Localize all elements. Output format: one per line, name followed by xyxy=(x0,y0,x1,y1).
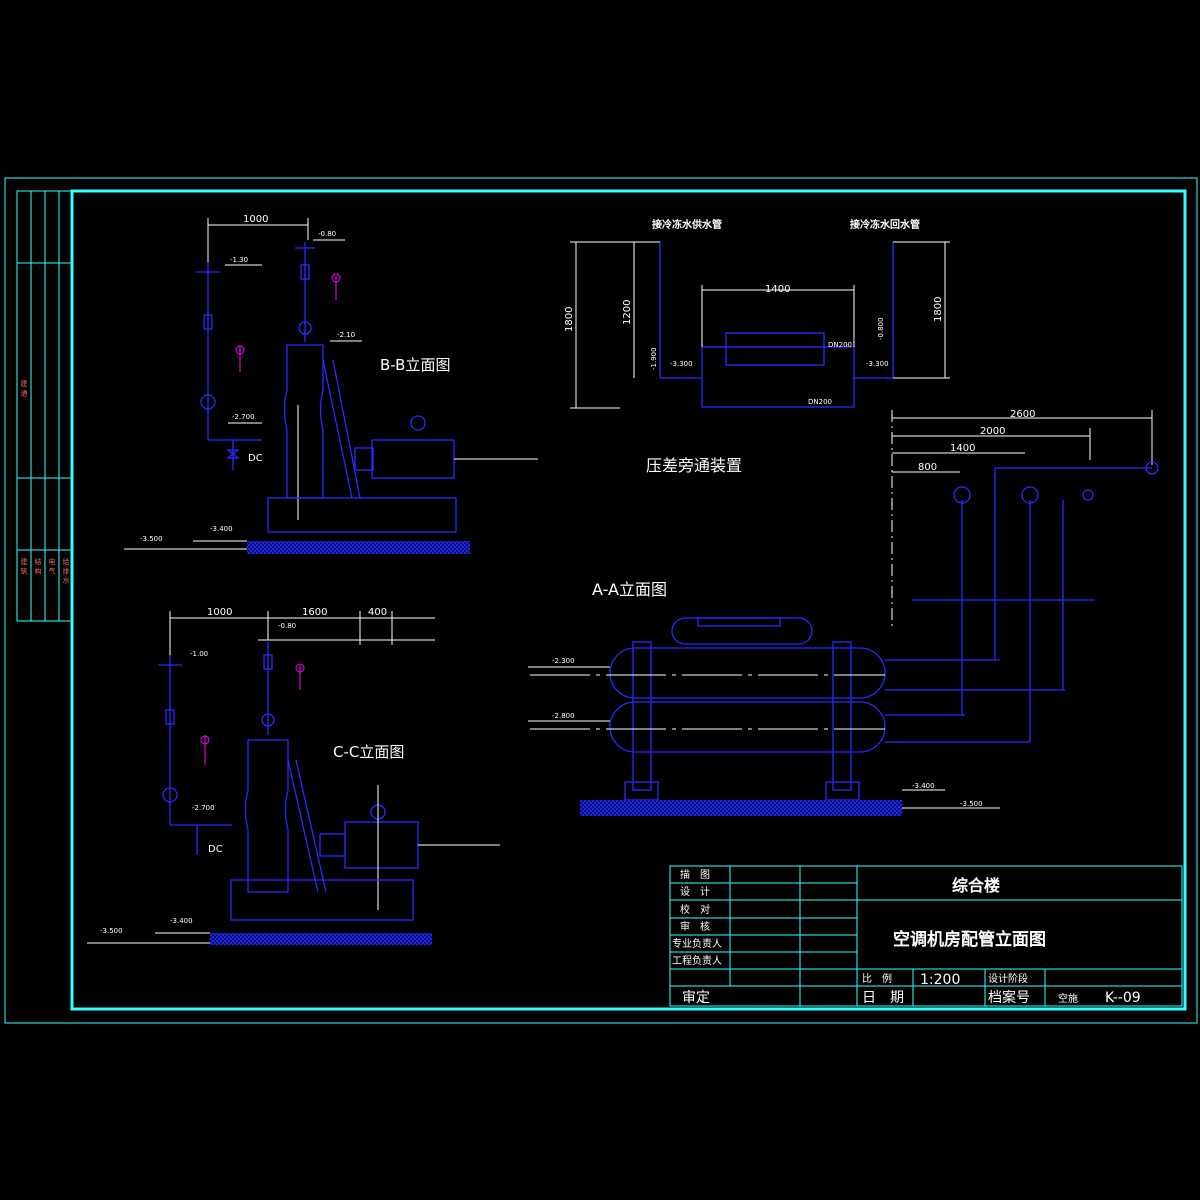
tb-row-4: 审 核 xyxy=(680,920,710,933)
aa-dim-3: 1400 xyxy=(950,443,975,454)
bypass-dim-h1: 1800 xyxy=(564,307,575,332)
cc-level-5: -3.400 xyxy=(170,917,193,925)
aa-level-1: -2.300 xyxy=(552,657,575,665)
aa-label: A-A立面图 xyxy=(592,580,667,599)
bb-level-5: -3.400 xyxy=(210,525,233,533)
bypass-dim-h3: 1800 xyxy=(933,297,944,322)
tb-discipline: 空施 xyxy=(1058,992,1078,1005)
bypass-level-3: -1.900 xyxy=(650,347,658,370)
tb-row-6: 工程负责人 xyxy=(672,954,722,967)
aa-level-3: -3.400 xyxy=(912,782,935,790)
bb-dc: DC xyxy=(248,453,263,464)
tb-scale-value: 1:200 xyxy=(920,972,960,988)
tb-sheet-title: 空调机房配管立面图 xyxy=(893,929,1046,950)
view-aa: A-A立面图 2600 2000 1400 800 xyxy=(528,409,1159,816)
tb-row-5: 专业负责人 xyxy=(672,937,722,950)
aa-dim-4: 800 xyxy=(918,462,937,473)
strip-item-2: 结 构 xyxy=(34,557,42,575)
cc-level-1: -1.00 xyxy=(190,650,208,658)
tb-row-1: 描 图 xyxy=(680,868,710,881)
bb-level-2: -0.80 xyxy=(318,230,336,238)
bypass-level-4: -0.800 xyxy=(877,317,885,340)
aa-level-2: -2.800 xyxy=(552,712,575,720)
cc-level-6: -3.500 xyxy=(100,927,123,935)
cc-dc: DC xyxy=(208,844,223,855)
bypass-supply-label: 接冷冻水供水管 xyxy=(652,218,722,231)
bypass-level-2: -3.300 xyxy=(866,360,889,368)
bb-level-3: -2.10 xyxy=(337,331,355,339)
bypass-dn1: DN200 xyxy=(828,341,852,349)
bypass-return-label: 接冷冻水回水管 xyxy=(850,218,920,231)
cc-label: C-C立面图 xyxy=(333,743,404,761)
bb-level-6: -3.500 xyxy=(140,535,163,543)
title-block: 描 图 设 计 校 对 审 核 专业负责人 工程负责人 审定 综合楼 空调机房配… xyxy=(669,865,1183,1007)
tb-row-2: 设 计 xyxy=(680,885,710,898)
tb-date-label: 日 期 xyxy=(862,990,904,1006)
bb-label: B-B立面图 xyxy=(380,356,450,374)
left-strip: 建 通 建 筑 结 构 电 气 给 排 水 xyxy=(16,190,73,622)
strip-top-text: 建 通 xyxy=(20,379,28,397)
aa-dim-1: 2600 xyxy=(1010,409,1035,420)
bypass-dim-w: 1400 xyxy=(765,284,790,295)
strip-item-4: 给 排 水 xyxy=(62,557,70,583)
bypass-level-1: -3.300 xyxy=(670,360,693,368)
cc-dim-3: 400 xyxy=(368,607,387,618)
tb-sheet-no: K--09 xyxy=(1105,990,1141,1006)
aa-dim-2: 2000 xyxy=(980,426,1005,437)
cc-level-4: -2.700 xyxy=(192,804,215,812)
view-bb: 1000 DC B-B立面图 -1.30 xyxy=(124,214,538,554)
cc-level-2: -0.80 xyxy=(278,622,296,630)
tb-scale-label: 比 例 xyxy=(862,972,892,985)
tb-project: 综合楼 xyxy=(952,876,1000,895)
bypass-dn2: DN200 xyxy=(808,398,832,406)
bb-level-4: -2.700 xyxy=(232,413,255,421)
view-cc: 1000 1600 400 DC C-C立面图 -1.00 -0.80 -2.7… xyxy=(87,607,500,945)
view-bypass: 接冷冻水供水管 接冷冻水回水管 1400 1800 1200 1800 DN20… xyxy=(564,218,950,475)
bb-level-1: -1.30 xyxy=(230,256,248,264)
strip-item-3: 电 气 xyxy=(48,557,56,574)
tb-file-label: 档案号 xyxy=(988,989,1030,1006)
aa-level-4: -3.500 xyxy=(960,800,983,808)
bypass-label: 压差旁通装置 xyxy=(646,456,742,475)
tb-stage-label: 设计阶段 xyxy=(988,972,1028,985)
cc-dim-1: 1000 xyxy=(207,607,232,618)
bypass-dim-h2: 1200 xyxy=(622,300,633,325)
tb-row-3: 校 对 xyxy=(680,903,710,916)
tb-approve: 审定 xyxy=(682,990,710,1006)
cc-dim-2: 1600 xyxy=(302,607,327,618)
bb-dim-top: 1000 xyxy=(243,214,268,225)
strip-item-1: 建 筑 xyxy=(20,557,28,575)
